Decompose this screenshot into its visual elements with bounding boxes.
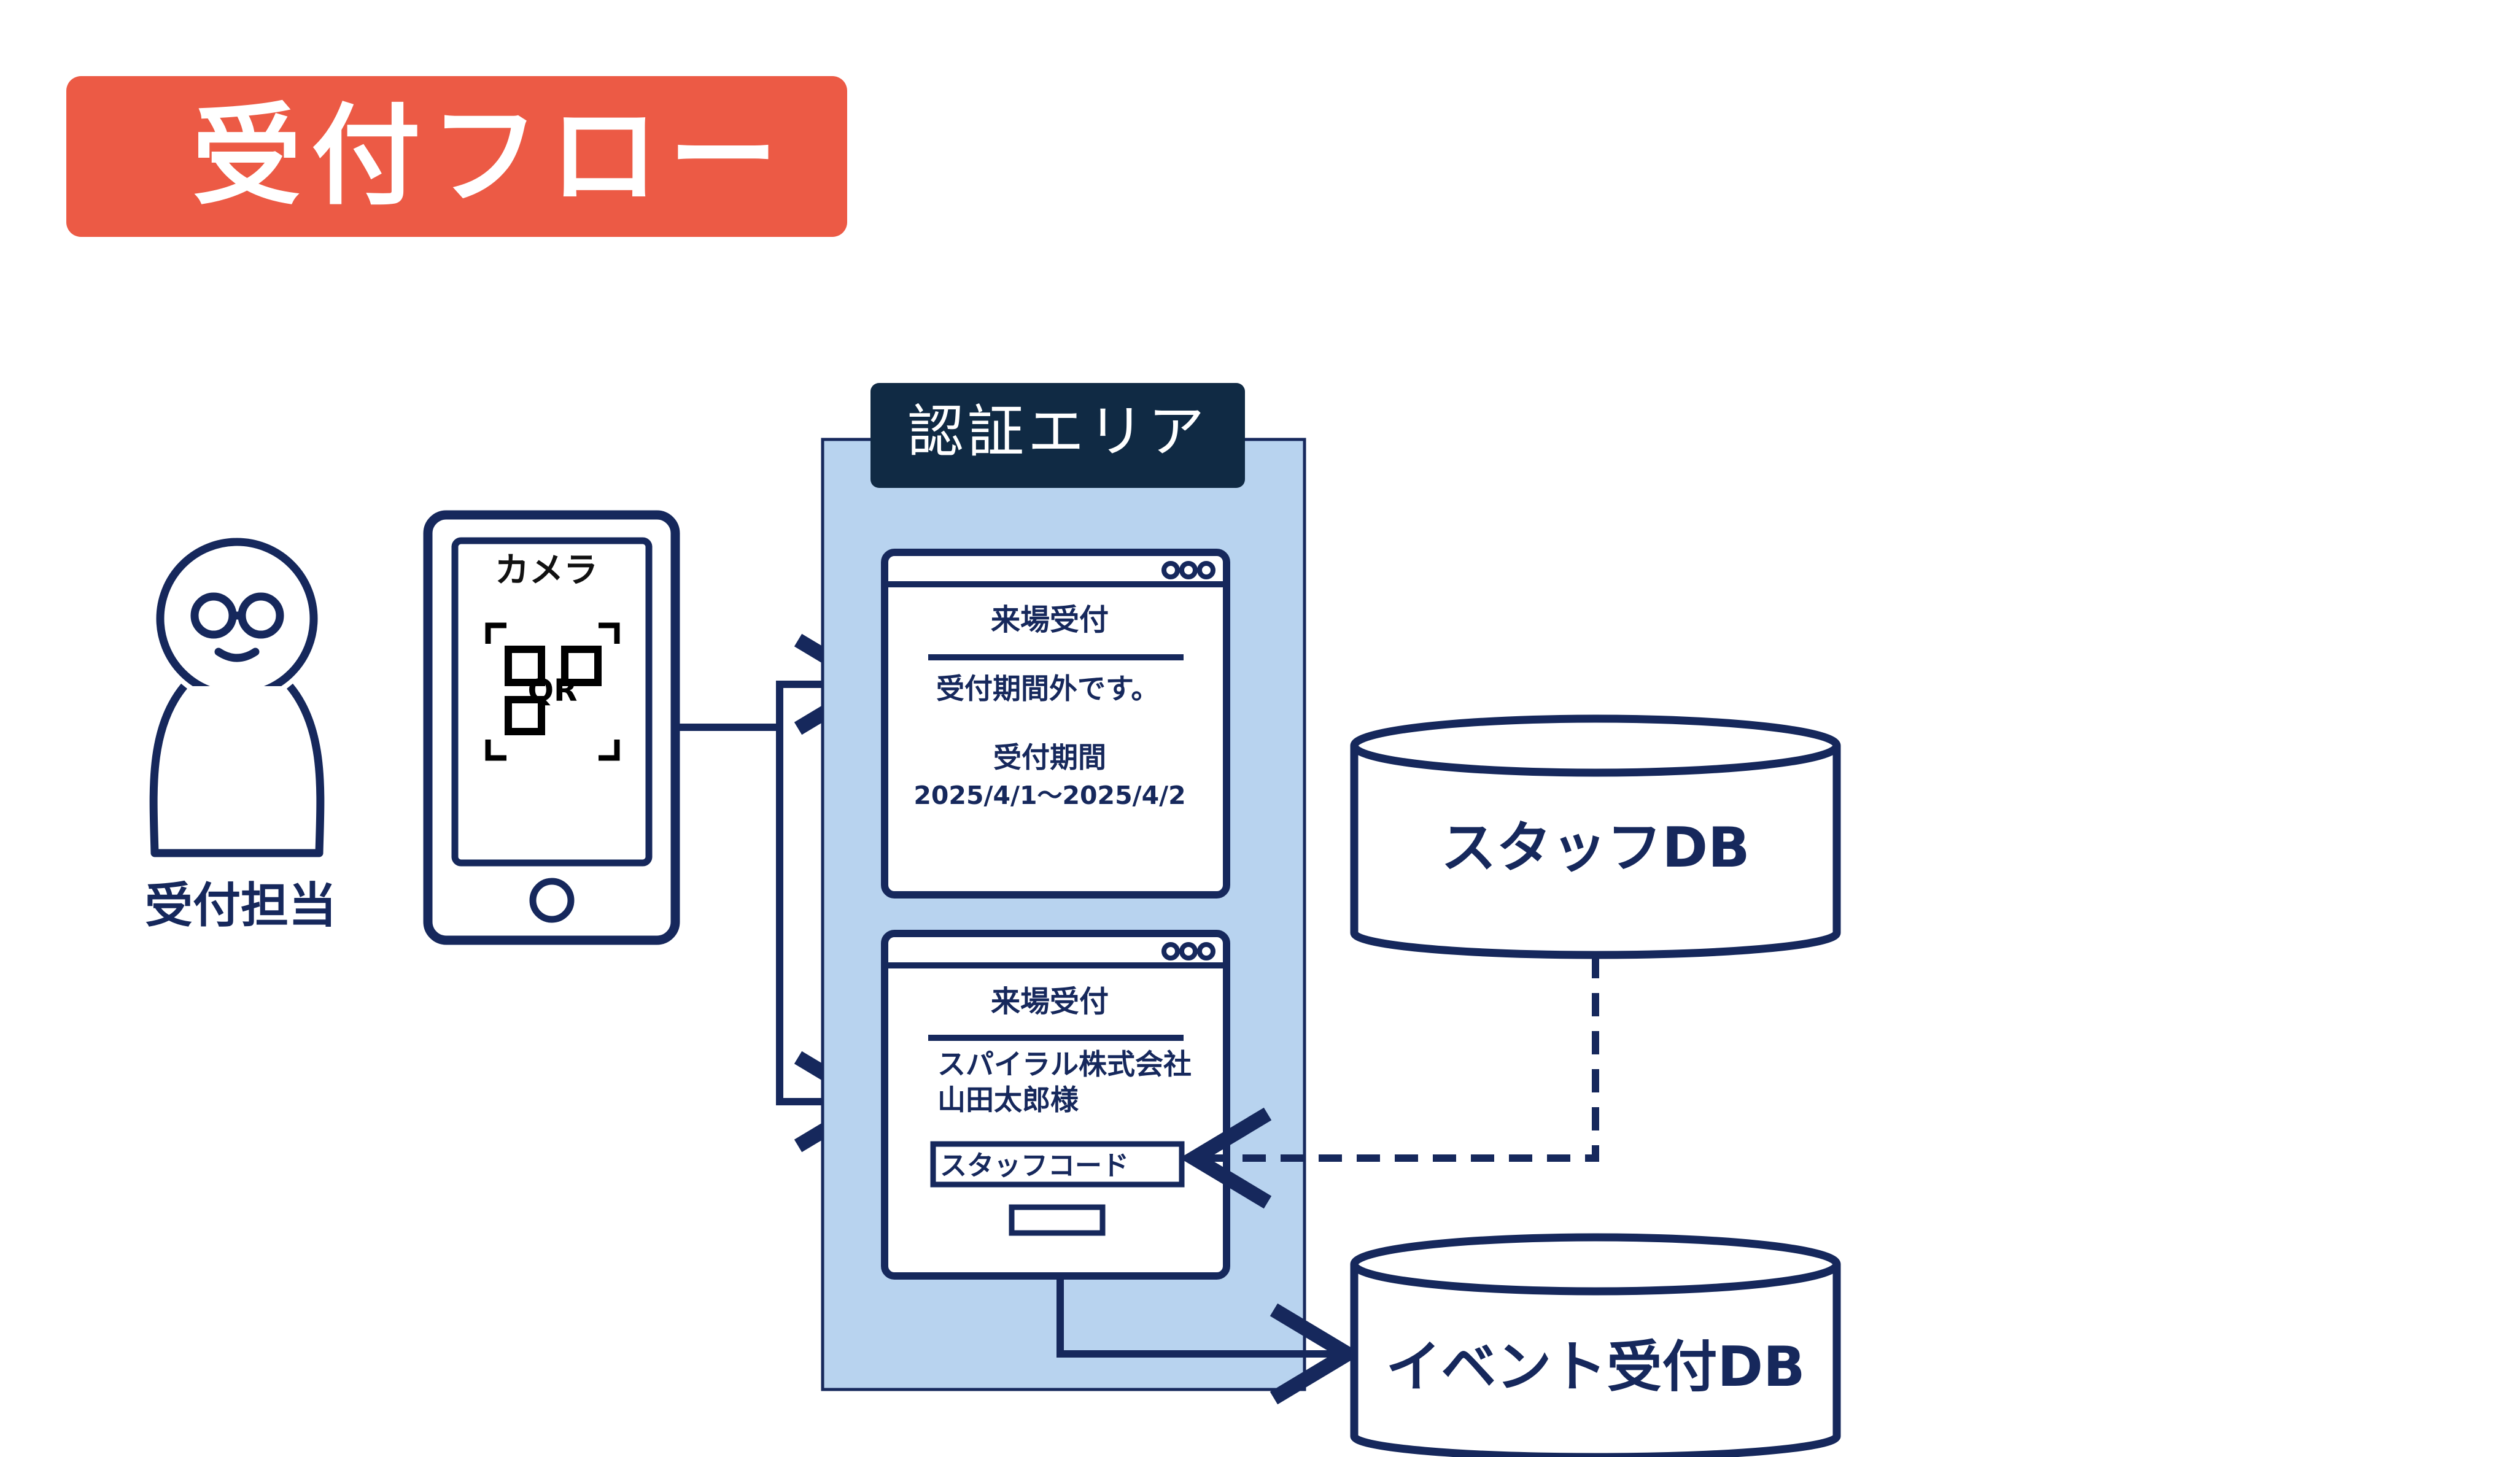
staff-db-label: スタッフDB	[1441, 816, 1750, 880]
window-bottom	[881, 930, 1230, 1280]
submit-button[interactable]	[1009, 1204, 1106, 1236]
person-with-glasses-icon	[149, 538, 325, 857]
staff-db-to-staff-code-arrow	[1179, 955, 1599, 1209]
auth-area-label: 認証エリア	[907, 399, 1208, 465]
window-bottom-name: 山田太郎様	[937, 1083, 1079, 1116]
window-top-message: 受付期間外です。	[936, 672, 1159, 705]
staff-db-cylinder-icon	[1350, 714, 1841, 959]
event-db-label: イベント受付DB	[1386, 1335, 1805, 1399]
qr-text: QR	[527, 673, 577, 708]
window-controls-icon	[1161, 942, 1215, 960]
camera-label: カメラ	[495, 551, 598, 590]
window-top-period-label: 受付期間	[993, 741, 1106, 774]
staff-code-placeholder: スタッフコード	[940, 1150, 1129, 1181]
title-banner: 受付フロー	[66, 76, 847, 237]
window-top-period-value: 2025/4/1〜2025/4/2	[913, 781, 1185, 810]
page-title: 受付フロー	[192, 93, 788, 220]
event-db-cylinder-icon	[1350, 1233, 1841, 1457]
window-top	[881, 549, 1230, 899]
window-to-event-db-arrow	[1056, 1280, 1362, 1405]
window-bottom-company: スパイラル株式会社	[937, 1048, 1192, 1081]
person-label: 受付担当	[145, 878, 336, 933]
window-bottom-heading: 来場受付	[991, 984, 1109, 1019]
qr-code-icon	[485, 622, 620, 761]
window-top-heading: 来場受付	[991, 603, 1109, 637]
smartphone-icon	[423, 510, 680, 945]
window-controls-icon	[1161, 561, 1215, 579]
auth-area-label-box	[870, 383, 1245, 488]
